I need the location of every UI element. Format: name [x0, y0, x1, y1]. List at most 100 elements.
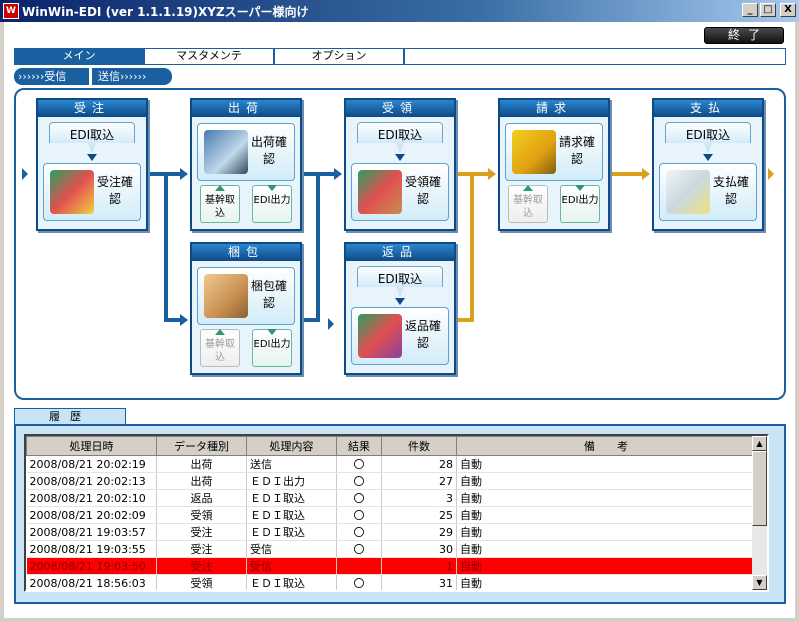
flow-diagram: 受注 EDI取込 受注確認 出荷 出荷確認 基幹取込 EDI出力 梱包 梱包確認…	[14, 88, 786, 400]
scroll-thumb[interactable]	[752, 451, 767, 526]
juryo-confirm-button[interactable]: 受領確認	[351, 163, 449, 221]
shukka-edi-output-button[interactable]: EDI出力	[252, 185, 292, 223]
history-cell-proc: 送信	[246, 455, 337, 473]
seikyu-header: 請求	[500, 100, 608, 117]
history-cell-count: 1	[381, 557, 457, 575]
history-panel: 処理日時 データ種別 処理内容 結果 件数 備 考 2008/08/21 20:…	[14, 424, 786, 604]
receive-button[interactable]: ››››››受信	[14, 68, 89, 85]
shukka-header: 出荷	[192, 100, 300, 117]
history-cell-count: 27	[381, 472, 457, 490]
shiharai-confirm-button[interactable]: 支払確認	[659, 163, 757, 221]
flow-arrow-juchu-konpo	[164, 174, 182, 322]
history-cell-count: 3	[381, 489, 457, 507]
history-cell-date: 2008/08/21 20:02:19	[26, 455, 157, 473]
invoice-folder-icon	[512, 130, 556, 174]
seikyu-confirm-button[interactable]: 請求確認	[505, 123, 603, 181]
scroll-up-icon[interactable]: ▲	[752, 436, 767, 451]
send-button[interactable]: 送信››››››	[92, 68, 172, 85]
henpin-box: 返品 EDI取込 返品確認	[344, 242, 456, 375]
history-cell-count: 28	[381, 455, 457, 473]
col-type[interactable]: データ種別	[156, 436, 247, 456]
konpo-confirm-label: 梱包確認	[250, 279, 287, 310]
tab-master-maintenance[interactable]: マスタメンテ	[144, 48, 274, 64]
col-process[interactable]: 処理内容	[246, 436, 337, 456]
juryo-box: 受領 EDI取込 受領確認	[344, 98, 456, 231]
history-grid[interactable]: 処理日時 データ種別 処理内容 結果 件数 備 考 2008/08/21 20:…	[24, 434, 769, 592]
payment-docs-icon	[666, 170, 710, 214]
history-cell-count: 29	[381, 523, 457, 541]
history-cell-note: 自動	[456, 455, 756, 473]
col-note[interactable]: 備 考	[456, 436, 756, 456]
juryo-edi-import-button[interactable]: EDI取込	[357, 122, 443, 152]
history-cell-result: 〇	[336, 523, 382, 541]
shukka-confirm-button[interactable]: 出荷確認	[197, 123, 295, 181]
history-cell-count: 31	[381, 574, 457, 590]
seikyu-core-import-button[interactable]: 基幹取込	[508, 185, 548, 223]
minimize-button[interactable]: _	[742, 3, 758, 17]
history-cell-note: 自動	[456, 489, 756, 507]
juryo-header: 受領	[346, 100, 454, 117]
history-cell-date: 2008/08/21 19:03:57	[26, 523, 157, 541]
package-icon	[204, 274, 248, 318]
maximize-button[interactable]: □	[760, 3, 776, 17]
konpo-confirm-button[interactable]: 梱包確認	[197, 267, 295, 325]
konpo-edi-output-button[interactable]: EDI出力	[252, 329, 292, 367]
main-tabs: メイン マスタメンテ オプション	[14, 48, 786, 65]
shiharai-header: 支払	[654, 100, 762, 117]
henpin-edi-import-button[interactable]: EDI取込	[357, 266, 443, 296]
shiharai-box: 支払 EDI取込 支払確認	[652, 98, 764, 231]
tab-options[interactable]: オプション	[274, 48, 404, 64]
flow-arrow-henpin-join	[456, 174, 474, 322]
title-bar: W WinWin-EDI (ver 1.1.1.19)XYZスーパー様向け _ …	[0, 0, 799, 22]
history-cell-result: 〇	[336, 455, 382, 473]
history-cell-type: 受領	[156, 506, 247, 524]
history-cell-type: 受注	[156, 523, 247, 541]
konpo-core-import-button[interactable]: 基幹取込	[200, 329, 240, 367]
flow-arrow-konpo-join	[302, 174, 320, 322]
flow-arrows	[22, 168, 774, 330]
seikyu-confirm-label: 請求確認	[558, 135, 595, 166]
col-date[interactable]: 処理日時	[26, 436, 157, 456]
history-cell-proc: 受信	[246, 540, 337, 558]
henpin-confirm-button[interactable]: 返品確認	[351, 307, 449, 365]
exit-button[interactable]: 終了	[704, 27, 784, 44]
history-cell-date: 2008/08/21 20:02:13	[26, 472, 157, 490]
tab-main[interactable]: メイン	[14, 48, 144, 64]
history-tab[interactable]: 履歴	[14, 408, 126, 424]
shukka-core-import-button[interactable]: 基幹取込	[200, 185, 240, 223]
flow-arrow-henpin-in	[328, 318, 334, 330]
history-cell-type: 出荷	[156, 472, 247, 490]
flow-end-arrow	[768, 168, 774, 180]
seikyu-edi-output-button[interactable]: EDI出力	[560, 185, 600, 223]
history-cell-note: 自動	[456, 557, 756, 575]
history-cell-result: 〇	[336, 472, 382, 490]
history-cell-note: 自動	[456, 506, 756, 524]
scroll-down-icon[interactable]: ▼	[752, 575, 767, 590]
close-button[interactable]: X	[780, 3, 796, 17]
juchu-edi-import-button[interactable]: EDI取込	[49, 122, 135, 152]
history-cell-proc: ＥＤＩ取込	[246, 489, 337, 507]
juchu-box: 受注 EDI取込 受注確認	[36, 98, 148, 231]
juchu-confirm-button[interactable]: 受注確認	[43, 163, 141, 221]
history-cell-proc: ＥＤＩ取込	[246, 506, 337, 524]
juryo-down-arrow	[395, 154, 405, 161]
history-cell-note: 自動	[456, 540, 756, 558]
shiharai-edi-import-button[interactable]: EDI取込	[665, 122, 751, 152]
history-scrollbar[interactable]: ▲ ▼	[752, 436, 767, 590]
window-controls: _ □ X	[742, 3, 796, 17]
col-count[interactable]: 件数	[381, 436, 457, 456]
history-cell-type: 受注	[156, 557, 247, 575]
col-result[interactable]: 結果	[336, 436, 382, 456]
history-cell-type: 返品	[156, 489, 247, 507]
tab-filler	[404, 48, 786, 64]
juchu-confirm-label: 受注確認	[96, 175, 133, 206]
